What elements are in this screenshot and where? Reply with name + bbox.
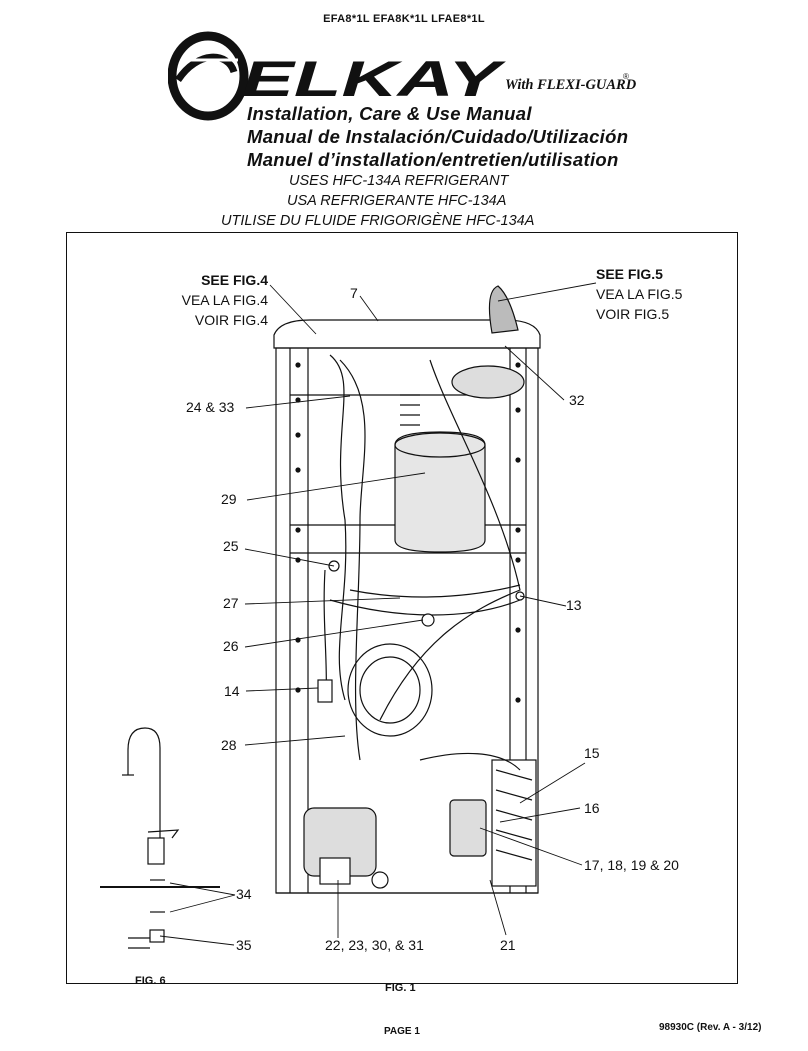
refrigerant-french: UTILISE DU FLUIDE FRIGORIGÈNE HFC-134A bbox=[221, 213, 535, 229]
part-label-14: 14 bbox=[224, 683, 240, 699]
brand-wordmark: ELKAY bbox=[242, 51, 507, 107]
condenser bbox=[491, 759, 537, 887]
see-fig4-spanish: VEA LA FIG.4 bbox=[181, 292, 268, 308]
see-fig4-french: VOIR FIG.4 bbox=[194, 312, 268, 328]
registered-mark: ® bbox=[623, 72, 629, 81]
part-label-17-20: 17, 18, 19 & 20 bbox=[584, 857, 679, 873]
heat-exchanger-coil bbox=[347, 643, 433, 737]
see-fig5-english: SEE FIG.5 bbox=[596, 266, 663, 282]
part-label-21: 21 bbox=[500, 937, 516, 953]
part-label-26: 26 bbox=[223, 638, 239, 654]
fan-motor bbox=[449, 799, 487, 857]
refrigerant-english: USES HFC-134A REFRIGERANT bbox=[289, 173, 509, 189]
part-label-32: 32 bbox=[569, 392, 585, 408]
part-label-25: 25 bbox=[223, 538, 239, 554]
fig1-caption: FIG. 1 bbox=[385, 982, 416, 994]
see-fig5-spanish: VEA LA FIG.5 bbox=[596, 286, 683, 302]
part-label-22-31: 22, 23, 30, & 31 bbox=[325, 937, 424, 953]
part-label-24-33: 24 & 33 bbox=[186, 399, 235, 415]
part-label-29: 29 bbox=[221, 491, 237, 507]
brand-suffix: With FLEXI-GUARD bbox=[505, 77, 637, 93]
fig6-caption: FIG. 6 bbox=[135, 975, 166, 987]
part-label-15: 15 bbox=[584, 745, 600, 761]
faucet-drawing bbox=[100, 727, 220, 949]
elkay-logo: ELKAY With FLEXI-GUARD ® bbox=[168, 31, 637, 121]
part-label-34: 34 bbox=[236, 886, 252, 902]
bubbler bbox=[488, 285, 519, 334]
see-fig4-english: SEE FIG.4 bbox=[201, 272, 268, 288]
see-fig5-french: VOIR FIG.5 bbox=[596, 306, 670, 322]
title-french: Manuel d’installation/entretien/utilisat… bbox=[247, 149, 619, 170]
document-number: 98930C (Rev. A - 3/12) bbox=[659, 1022, 762, 1033]
part-label-16: 16 bbox=[584, 800, 600, 816]
refrigerant-spanish: USA REFRIGERANTE HFC-134A bbox=[287, 193, 507, 209]
part-label-35: 35 bbox=[236, 937, 252, 953]
part-label-7: 7 bbox=[350, 285, 358, 301]
cooling-tank bbox=[394, 431, 486, 553]
model-numbers: EFA8*1L EFA8K*1L LFAE8*1L bbox=[323, 13, 485, 25]
part-label-27: 27 bbox=[223, 595, 239, 611]
part-label-28: 28 bbox=[221, 737, 237, 753]
part-label-13: 13 bbox=[566, 597, 582, 613]
page-number: PAGE 1 bbox=[384, 1026, 420, 1037]
regulator-box bbox=[451, 365, 525, 399]
figure-frame bbox=[66, 232, 738, 984]
title-english: Installation, Care & Use Manual bbox=[247, 103, 532, 124]
title-spanish: Manual de Instalación/Cuidado/Utilizació… bbox=[247, 126, 629, 147]
